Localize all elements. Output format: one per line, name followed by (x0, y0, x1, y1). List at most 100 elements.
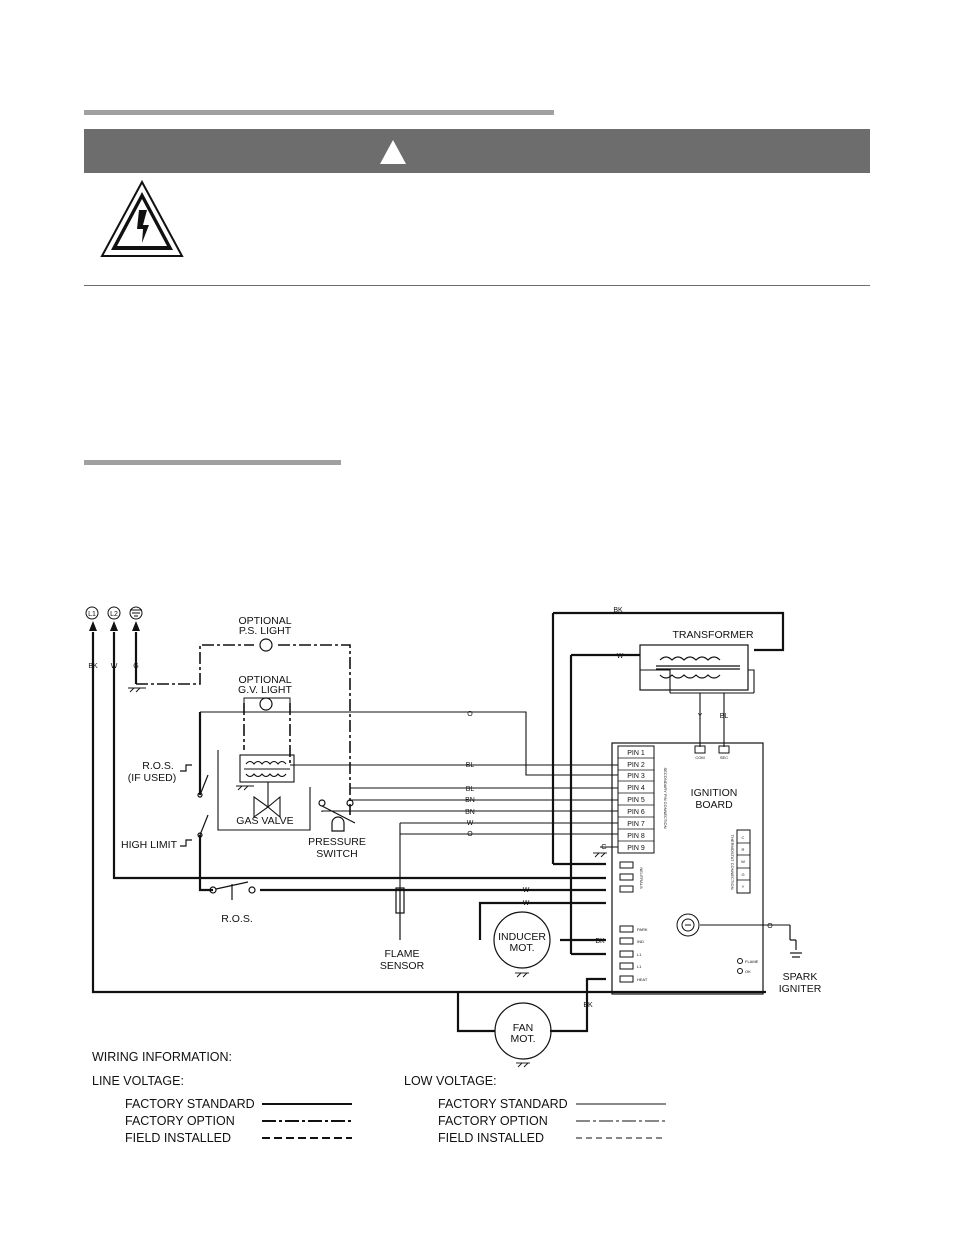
pressure-switch-label-2: SWITCH (316, 848, 357, 860)
line-voltage-wires (91, 611, 785, 1033)
warning-divider (84, 285, 870, 286)
term-c-label: C (742, 835, 745, 840)
legend-lv-field-installed: FIELD INSTALLED (125, 1131, 231, 1145)
pin-6-label: PIN 6 (627, 809, 645, 816)
ps-light-label-2: P.S. LIGHT (239, 625, 292, 637)
legend-lv-factory-option: FACTORY OPTION (125, 1114, 235, 1128)
fan-motor-symbol (494, 1002, 552, 1060)
high-voltage-icon (100, 180, 184, 257)
fan-motor-label-1: FAN (513, 1022, 533, 1034)
high-limit-label: HIGH LIMIT (121, 839, 178, 851)
pin-1-label: PIN 1 (627, 750, 645, 757)
ros-label-2: (IF USED) (128, 772, 176, 784)
pin-3-label: PIN 3 (627, 773, 645, 780)
transformer-label: TRANSFORMER (672, 629, 754, 641)
flame-sensor-label-1: FLAME (384, 948, 419, 960)
gas-valve-symbol (239, 754, 295, 819)
spark-igniter-label-1: SPARK (783, 971, 818, 983)
flame-led-label: FLAME (745, 959, 759, 964)
wire-o-2: O (467, 831, 473, 838)
inducer-motor-label-1: INDUCER (498, 931, 546, 943)
spark-igniter-symbol (789, 925, 802, 958)
secondary-pin-caption: SECONDARY PIN CONNECTION (663, 768, 668, 829)
flame-sensor-label-2: SENSOR (380, 960, 425, 972)
legend-low-factory-standard: FACTORY STANDARD (438, 1097, 568, 1111)
thermostat-connection-caption: THERMOSTAT CONNECTION (730, 835, 735, 890)
pin-8-label: PIN 8 (627, 833, 645, 840)
l1-label: L1 (88, 611, 96, 618)
pin-5-label: PIN 5 (627, 797, 645, 804)
term-y-label: Y (742, 884, 745, 889)
warning-triangle-icon (380, 140, 406, 164)
l2-label: L2 (110, 611, 118, 618)
pin-2-label: PIN 2 (627, 762, 645, 769)
ignition-board-label-1: IGNITION (691, 787, 738, 799)
transformer-symbol (639, 644, 749, 691)
wire-o-1: O (467, 711, 473, 718)
ind-terminal-label: IND (637, 939, 644, 944)
neutrals-caption: NEUTRALS (639, 867, 644, 889)
wire-g: G (133, 663, 138, 670)
wire-y: Y (698, 713, 703, 720)
gas-valve-label: GAS VALVE (236, 815, 293, 827)
wire-bk-ind: BK (595, 938, 605, 945)
pin-9-label: PIN 9 (627, 845, 645, 852)
flame-sensor-symbol (395, 887, 405, 940)
wire-w-l2: W (111, 663, 118, 670)
ok-led-label: OK (745, 969, 751, 974)
heat-terminal-label: HEAT (637, 977, 648, 982)
inducer-motor-symbol (493, 911, 551, 969)
wire-w-2: W (523, 887, 530, 894)
warning-banner (84, 129, 870, 173)
ros-label-1: R.O.S. (142, 760, 174, 772)
section-rule-top (84, 110, 554, 115)
legend-samples (262, 1103, 666, 1139)
ps-light-label-1: OPTIONAL (238, 615, 291, 627)
supply-terminals (85, 606, 143, 620)
wire-bl-sec: BL (720, 713, 729, 720)
com-terminal-label: COM (695, 755, 704, 760)
legend-low-voltage: LOW VOLTAGE: (404, 1074, 497, 1088)
gv-light-lamp (259, 697, 273, 711)
low-voltage-wires (200, 669, 790, 926)
gv-light-label-2: G.V. LIGHT (238, 684, 292, 696)
pressure-switch-label-1: PRESSURE (308, 836, 366, 848)
wire-bl-2: BL (466, 786, 475, 793)
fan-motor-label-2: MOT. (510, 1033, 535, 1045)
sec-terminal-label: SEC (720, 755, 728, 760)
legend-title: WIRING INFORMATION: (92, 1050, 232, 1064)
term-g-label: G (741, 872, 744, 877)
pin-7-label: PIN 7 (627, 821, 645, 828)
wire-bk-l1: BK (88, 663, 98, 670)
legend-lv-factory-standard: FACTORY STANDARD (125, 1097, 255, 1111)
l1-terminal-label: L1 (637, 952, 642, 957)
ground-symbols (128, 687, 607, 1068)
wire-bk-top: BK (613, 607, 623, 614)
term-r-label: R (742, 847, 745, 852)
l1-terminal-label-2: L1 (637, 964, 642, 969)
wire-bl-1: BL (466, 762, 475, 769)
park-terminal-label: PARK (637, 927, 648, 932)
ignition-board-label-2: BOARD (695, 799, 733, 811)
wiring-diagram: L1 L2 BK W G OPTIONAL P.S. LIGHT OPTIONA… (85, 606, 822, 1145)
legend-low-factory-option: FACTORY OPTION (438, 1114, 548, 1128)
section-rule-middle (84, 460, 341, 465)
term-w-label: W (741, 859, 745, 864)
pin-4-label: PIN 4 (627, 785, 645, 792)
wire-w-1: W (467, 820, 474, 827)
wire-bn-1: BN (465, 797, 475, 804)
legend-line-voltage: LINE VOLTAGE: (92, 1074, 184, 1088)
gv-light-label-1: OPTIONAL (238, 674, 291, 686)
factory-option-wires (136, 644, 351, 815)
ignition-board-outline (611, 742, 764, 995)
wire-w-top: W (617, 653, 624, 660)
ros-bottom-label: R.O.S. (221, 913, 253, 925)
wire-bn-2: BN (465, 809, 475, 816)
spark-igniter-label-2: IGNITER (779, 983, 822, 995)
inducer-motor-label-2: MOT. (509, 942, 534, 954)
wire-bk-heat: BK (583, 1002, 593, 1009)
wire-o-spark: O (767, 923, 773, 930)
wire-w-3: W (523, 900, 530, 907)
wire-g-board: G (601, 844, 606, 851)
legend-low-field-installed: FIELD INSTALLED (438, 1131, 544, 1145)
